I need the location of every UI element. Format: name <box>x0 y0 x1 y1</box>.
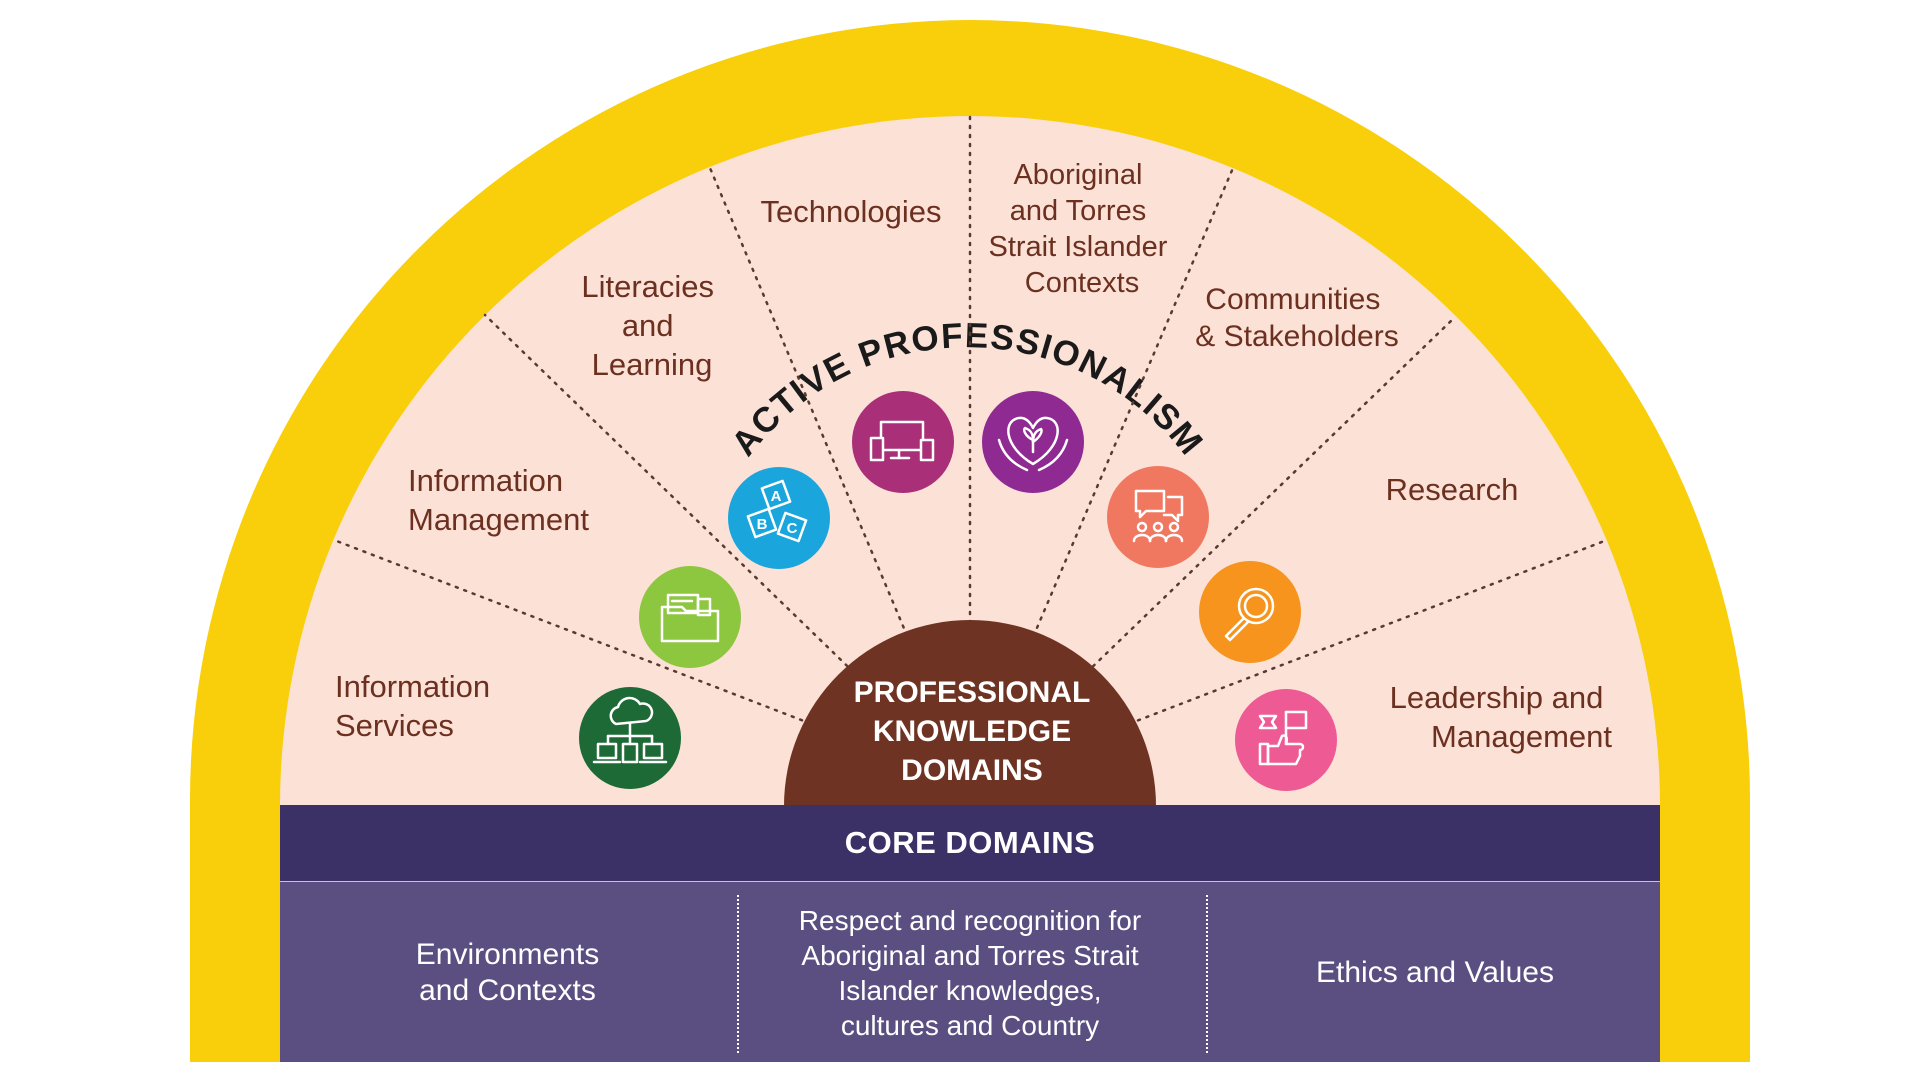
core-domains-panel <box>280 882 1660 1062</box>
divider-line <box>968 538 1609 787</box>
core-cell-environments: Environments and Contexts <box>415 938 600 1007</box>
label-line: Technologies <box>761 194 942 229</box>
domain-label-aboriginal: Aboriginal and Torres Strait Islander Co… <box>989 159 1176 299</box>
folder-icon <box>639 566 741 668</box>
label-line: Leadership and <box>1390 680 1604 715</box>
domain-label-technologies: Technologies <box>761 194 942 229</box>
label-line: Literacies <box>581 269 714 304</box>
label-line: Services <box>335 708 454 743</box>
domain-label-info-services: Information Services <box>335 669 499 743</box>
domain-label-leadership: Leadership and Management <box>1390 680 1613 754</box>
cloud-network-icon <box>579 687 681 789</box>
center-label-line: PROFESSIONAL <box>854 676 1091 709</box>
svg-text:A: A <box>771 488 782 505</box>
divider-line <box>708 166 972 787</box>
core-divider <box>1206 895 1208 1053</box>
fan-dividers <box>332 114 1609 787</box>
core-domains-title: CORE DOMAINS <box>280 805 1660 881</box>
core-divider <box>737 895 739 1053</box>
label-line: Strait Islander <box>989 231 1168 263</box>
magnifier-icon <box>1199 561 1301 663</box>
heart-hands-icon <box>982 391 1084 493</box>
core-cell-ethics: Ethics and Values <box>1316 956 1554 989</box>
label-line: and <box>622 308 674 343</box>
label-line: Information <box>408 463 563 498</box>
center-hub <box>784 620 1156 806</box>
label-line: Management <box>408 502 589 537</box>
devices-icon <box>852 391 954 493</box>
center-label-line: KNOWLEDGE <box>873 715 1071 748</box>
label-line: Learning <box>592 347 713 382</box>
domain-label-literacies: Literacies and Learning <box>581 269 722 382</box>
divider-line <box>968 318 1454 787</box>
divider-line <box>332 538 972 787</box>
label-line: Research <box>1386 472 1519 507</box>
abc-blocks-icon: A B C <box>728 467 830 569</box>
flag-thumb-icon <box>1235 689 1337 791</box>
core-cell-respect: Respect and recognition for Aboriginal a… <box>798 905 1142 1041</box>
domain-label-info-management: Information Management <box>408 463 589 537</box>
domain-label-communities: Communities & Stakeholders <box>1195 283 1398 353</box>
label-line: Contexts <box>1025 267 1139 299</box>
label-line: Management <box>1431 719 1612 754</box>
domain-label-research: Research <box>1386 472 1519 507</box>
label-line: & Stakeholders <box>1195 320 1398 353</box>
divider-line <box>968 166 1235 787</box>
svg-text:C: C <box>787 520 798 537</box>
chat-people-icon <box>1107 466 1209 568</box>
label-line: and Torres <box>1010 195 1147 227</box>
svg-text:B: B <box>757 516 768 533</box>
label-line: Aboriginal <box>1013 159 1142 191</box>
center-label-line: DOMAINS <box>901 754 1043 787</box>
label-line: Communities <box>1205 283 1380 316</box>
label-line: Information <box>335 669 490 704</box>
